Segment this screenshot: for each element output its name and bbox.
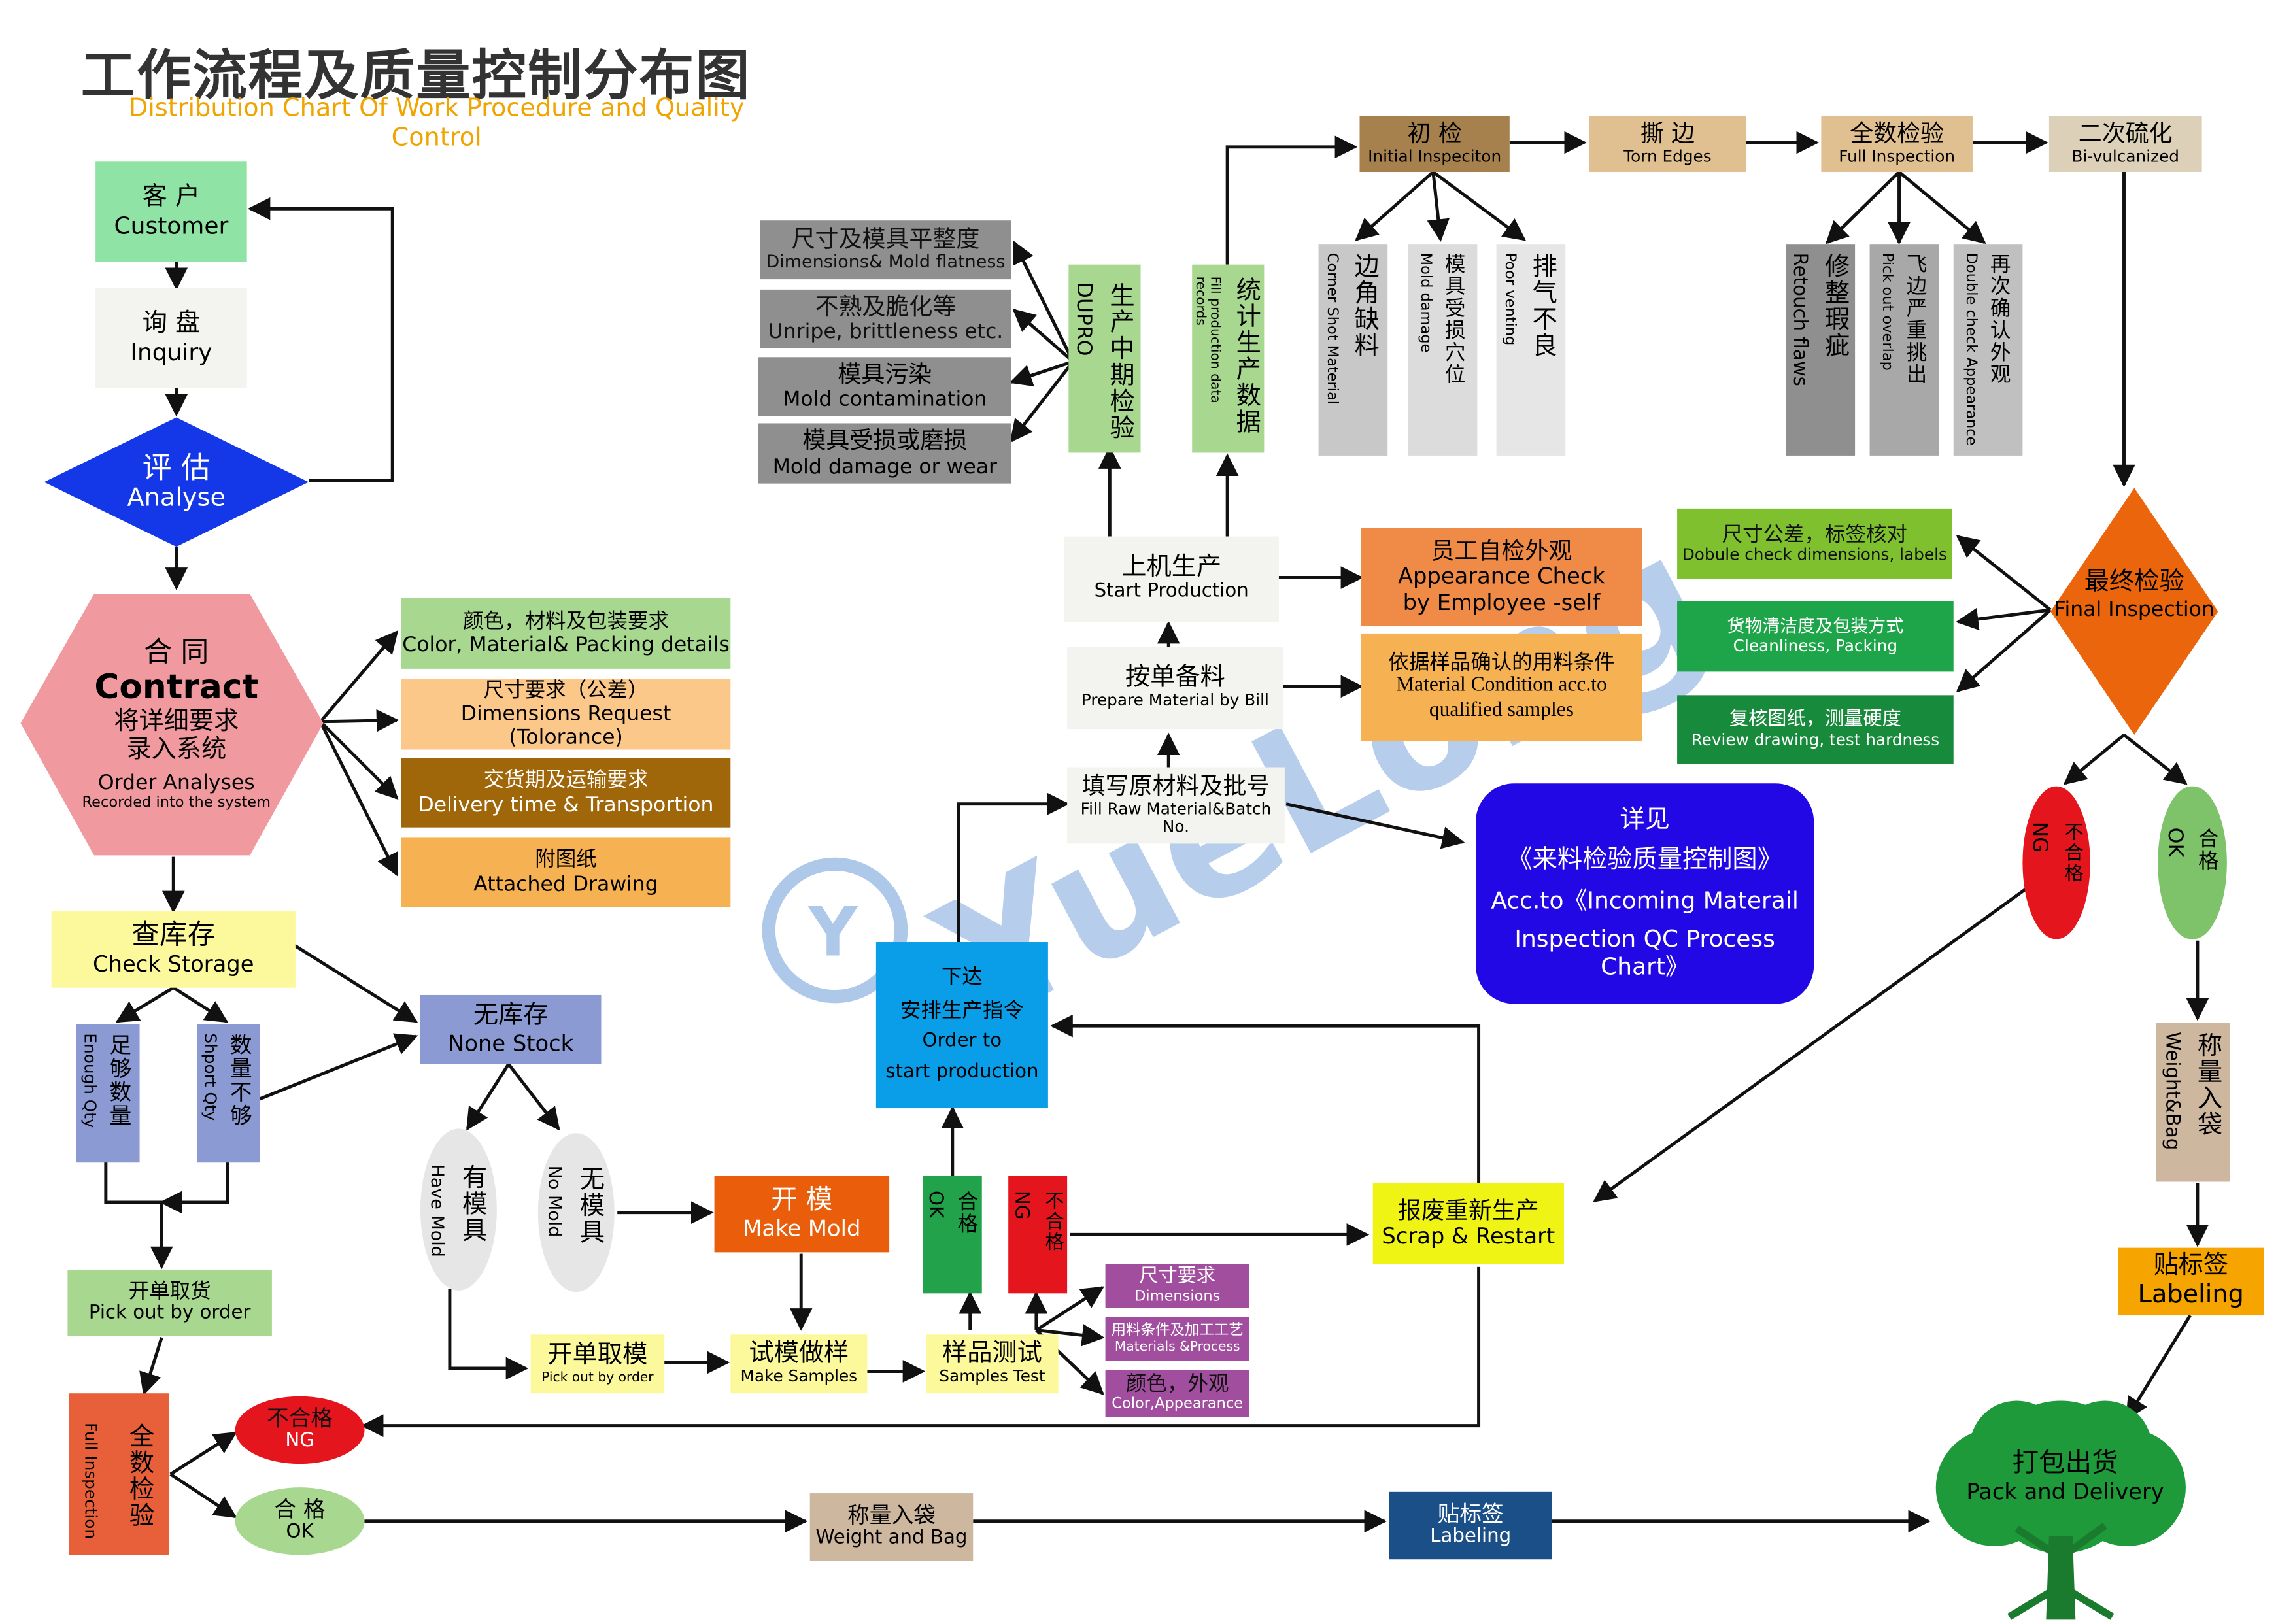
self-check-box: 员工自检外观 Appearance Check by Employee -sel… xyxy=(1361,528,1642,626)
material-condition-box: 依据样品确认的用料条件 Material Condition acc.to qu… xyxy=(1361,633,1642,741)
contract-hexagon-shape xyxy=(20,594,324,856)
analyse-diamond-shape xyxy=(44,417,309,547)
svg-text:Y: Y xyxy=(807,893,858,972)
order-start-box: 下达 安排生产指令 Order to start production xyxy=(875,942,1048,1109)
page-title: 工作流程及质量控制分布图 xyxy=(80,43,751,107)
page-subtitle: Distribution Chart Of Work Procedure and… xyxy=(128,94,745,153)
final-inspection-diamond-shape xyxy=(2050,488,2218,736)
incoming-chart-reference-box: 详见 《来料检验质量控制图》 Acc.to《Incoming Materail … xyxy=(1476,783,1814,1004)
detail-box-dimensions: 尺寸要求（公差）Dimensions Request (Tolorance) xyxy=(401,679,731,750)
contract-label: 合 同 Contract 将详细要求 录入系统 Order Analyses R… xyxy=(82,635,271,811)
tree-icon xyxy=(1935,1400,2186,1620)
